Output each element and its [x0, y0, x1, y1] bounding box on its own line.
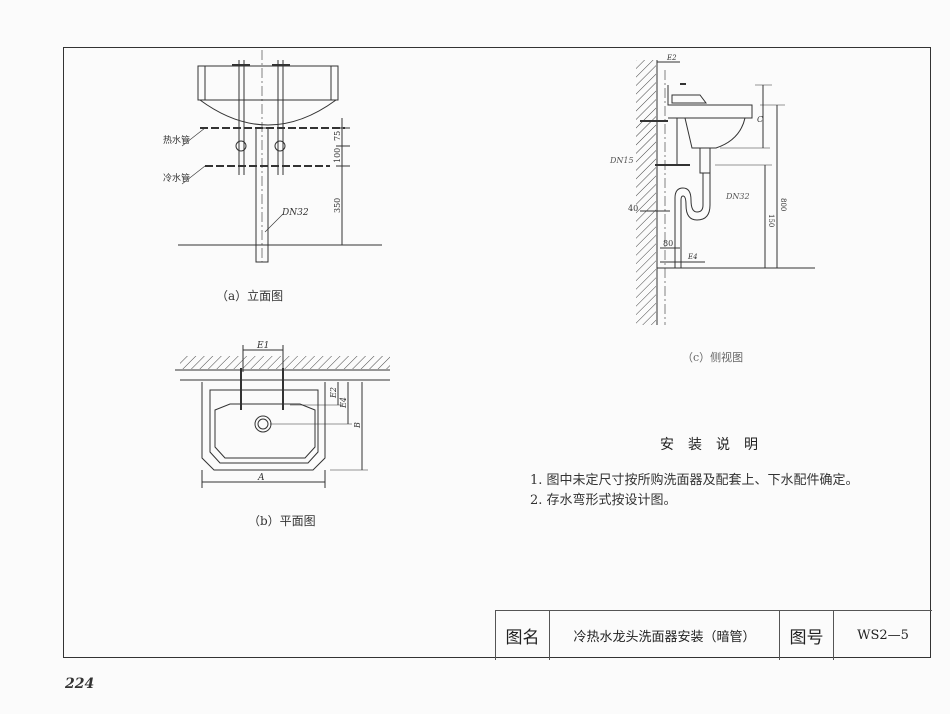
drain-hole [254, 415, 272, 433]
drawing-name-value: 冷热水龙头洗面器安装（暗管） [549, 611, 779, 660]
side-basin-rim [667, 85, 753, 119]
plan-caption: （b）平面图 [248, 514, 316, 528]
side-dim-40: 40 [628, 204, 638, 213]
dim-e4: E4 [339, 397, 348, 409]
dim-75: 75 [333, 131, 342, 141]
drawing-name-label: 图名 [495, 611, 549, 660]
side-view: E2 C 800 150 40 80 E4 DN15 DN32 [609, 54, 815, 325]
page-number: 224 [65, 676, 95, 692]
dim-e1: E1 [256, 341, 269, 351]
notes-title: 安装说明 [660, 437, 772, 453]
elevation-caption: （a）立面图 [216, 289, 284, 303]
dim-350: 350 [333, 198, 342, 213]
side-drain-label: DN32 [725, 192, 750, 201]
note-item: 2. 存水弯形式按设计图。 [530, 493, 677, 508]
basin-outline [201, 382, 326, 471]
side-dim-800: 800 [779, 198, 787, 211]
drawing-number-label: 图号 [779, 611, 833, 660]
elevation-view: 热水管 冷水管 DN32 75 100 350 [163, 50, 382, 263]
dim-a: A [257, 473, 265, 483]
note-item: 1. 图中未定尺寸按所购洗面器及配套上、下水配件确定。 [530, 473, 859, 488]
drawing-number-value: WS2—5 [833, 611, 932, 660]
side-caption: （c）侧视图 [682, 351, 744, 364]
side-dim-150: 150 [767, 214, 775, 227]
dim-100: 100 [333, 148, 342, 163]
hot-pipe-label: 热水管 [163, 134, 190, 146]
side-dim-e2: E2 [666, 54, 677, 62]
cold-pipe-label: 冷水管 [163, 172, 190, 184]
side-dim-e4: E4 [687, 253, 698, 261]
drain-label: DN32 [281, 208, 309, 218]
plan-view: E1 E2 E4 B A [175, 341, 390, 488]
title-block: 图名 冷热水龙头洗面器安装（暗管） 图号 WS2—5 [495, 610, 932, 660]
basin-bowl [199, 99, 337, 126]
drawing-frame [63, 47, 931, 658]
side-dim-80: 80 [663, 239, 673, 248]
dim-e2: E2 [329, 387, 338, 399]
side-dim-c: C [757, 115, 763, 124]
dim-b: B [353, 422, 362, 429]
basin-top [197, 65, 339, 101]
supply-label: DN15 [609, 156, 634, 165]
